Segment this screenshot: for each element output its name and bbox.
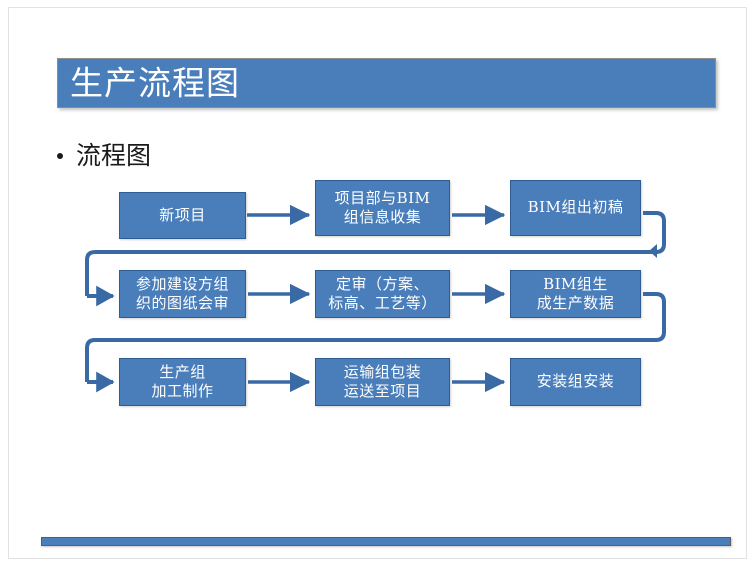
flow-node-label: 安装组安装	[536, 372, 615, 391]
flow-node-label: 运输组包装运送至项目	[343, 362, 422, 400]
flow-node-label: BIM组生成生产数据	[536, 274, 615, 312]
flowchart-connectors	[85, 204, 666, 393]
flow-node-final-review[interactable]: 定审（方案、标高、工艺等）	[315, 270, 450, 318]
flow-node-production-group[interactable]: 生产组加工制作	[119, 358, 246, 406]
flow-node-label: 参加建设方组织的图纸会审	[135, 274, 229, 312]
flow-node-label: 生产组加工制作	[151, 362, 214, 400]
flow-node-label: 定审（方案、标高、工艺等）	[328, 274, 437, 312]
flow-node-bim-prod-data[interactable]: BIM组生成生产数据	[510, 270, 641, 318]
slide-title-banner[interactable]: 生产流程图	[57, 58, 716, 108]
flow-node-transport-group[interactable]: 运输组包装运送至项目	[315, 358, 450, 406]
bullet-label: 流程图	[76, 141, 152, 170]
flow-node-bim-draft[interactable]: BIM组出初稿	[510, 180, 641, 236]
slide-canvas: 生产流程图 流程图	[8, 7, 747, 559]
connector-r1-to-r2	[85, 211, 666, 307]
flow-node-label: BIM组出初稿	[527, 198, 624, 217]
flow-node-drawing-review[interactable]: 参加建设方组织的图纸会审	[119, 270, 246, 318]
connector-r2-to-r3	[85, 292, 666, 393]
flow-node-install-group[interactable]: 安装组安装	[510, 358, 641, 406]
flow-node-label: 新项目	[159, 205, 206, 224]
page-title: 生产流程图	[70, 63, 240, 103]
footer-accent-rule	[41, 537, 731, 546]
bullet-marker-icon	[57, 152, 63, 159]
flow-node-new-project[interactable]: 新项目	[119, 192, 246, 239]
bullet-row: 流程图	[57, 142, 151, 170]
